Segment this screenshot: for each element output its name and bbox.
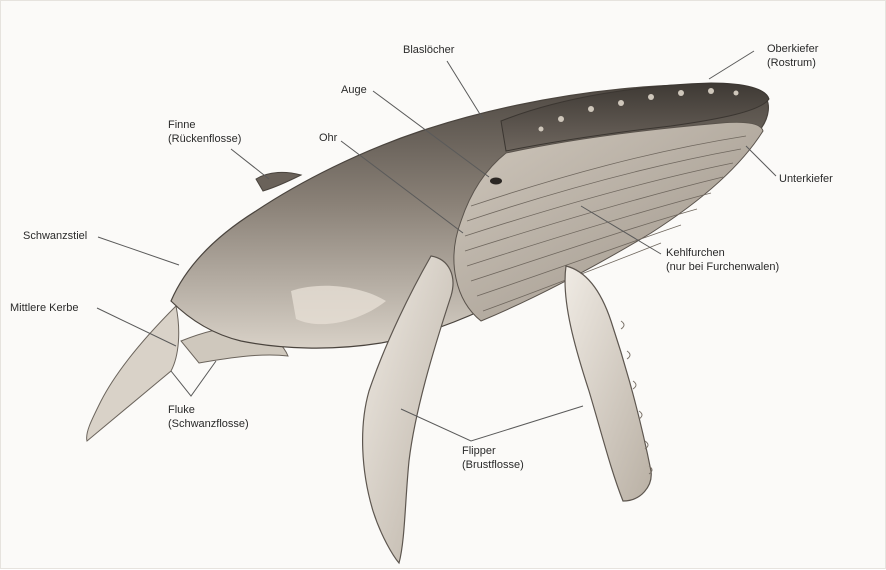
label-auge: Auge xyxy=(341,83,367,97)
label-ohr: Ohr xyxy=(319,131,337,145)
label-finne: Finne (Rückenflosse) xyxy=(168,118,241,146)
label-schwanzstiel: Schwanzstiel xyxy=(23,229,87,243)
flipper-back xyxy=(565,266,651,501)
whale-eye xyxy=(490,178,502,185)
label-oberkiefer: Oberkiefer (Rostrum) xyxy=(767,42,818,70)
label-flipper: Flipper (Brustflosse) xyxy=(462,444,524,472)
fluke-left-lobe xyxy=(87,306,179,441)
label-mittlere-kerbe: Mittlere Kerbe xyxy=(10,301,78,315)
label-unterkiefer: Unterkiefer xyxy=(779,172,833,186)
label-kehlfurchen: Kehlfurchen (nur bei Furchenwalen) xyxy=(666,246,779,274)
label-fluke: Fluke (Schwanzflosse) xyxy=(168,403,249,431)
label-blasloecher: Blaslöcher xyxy=(403,43,454,57)
